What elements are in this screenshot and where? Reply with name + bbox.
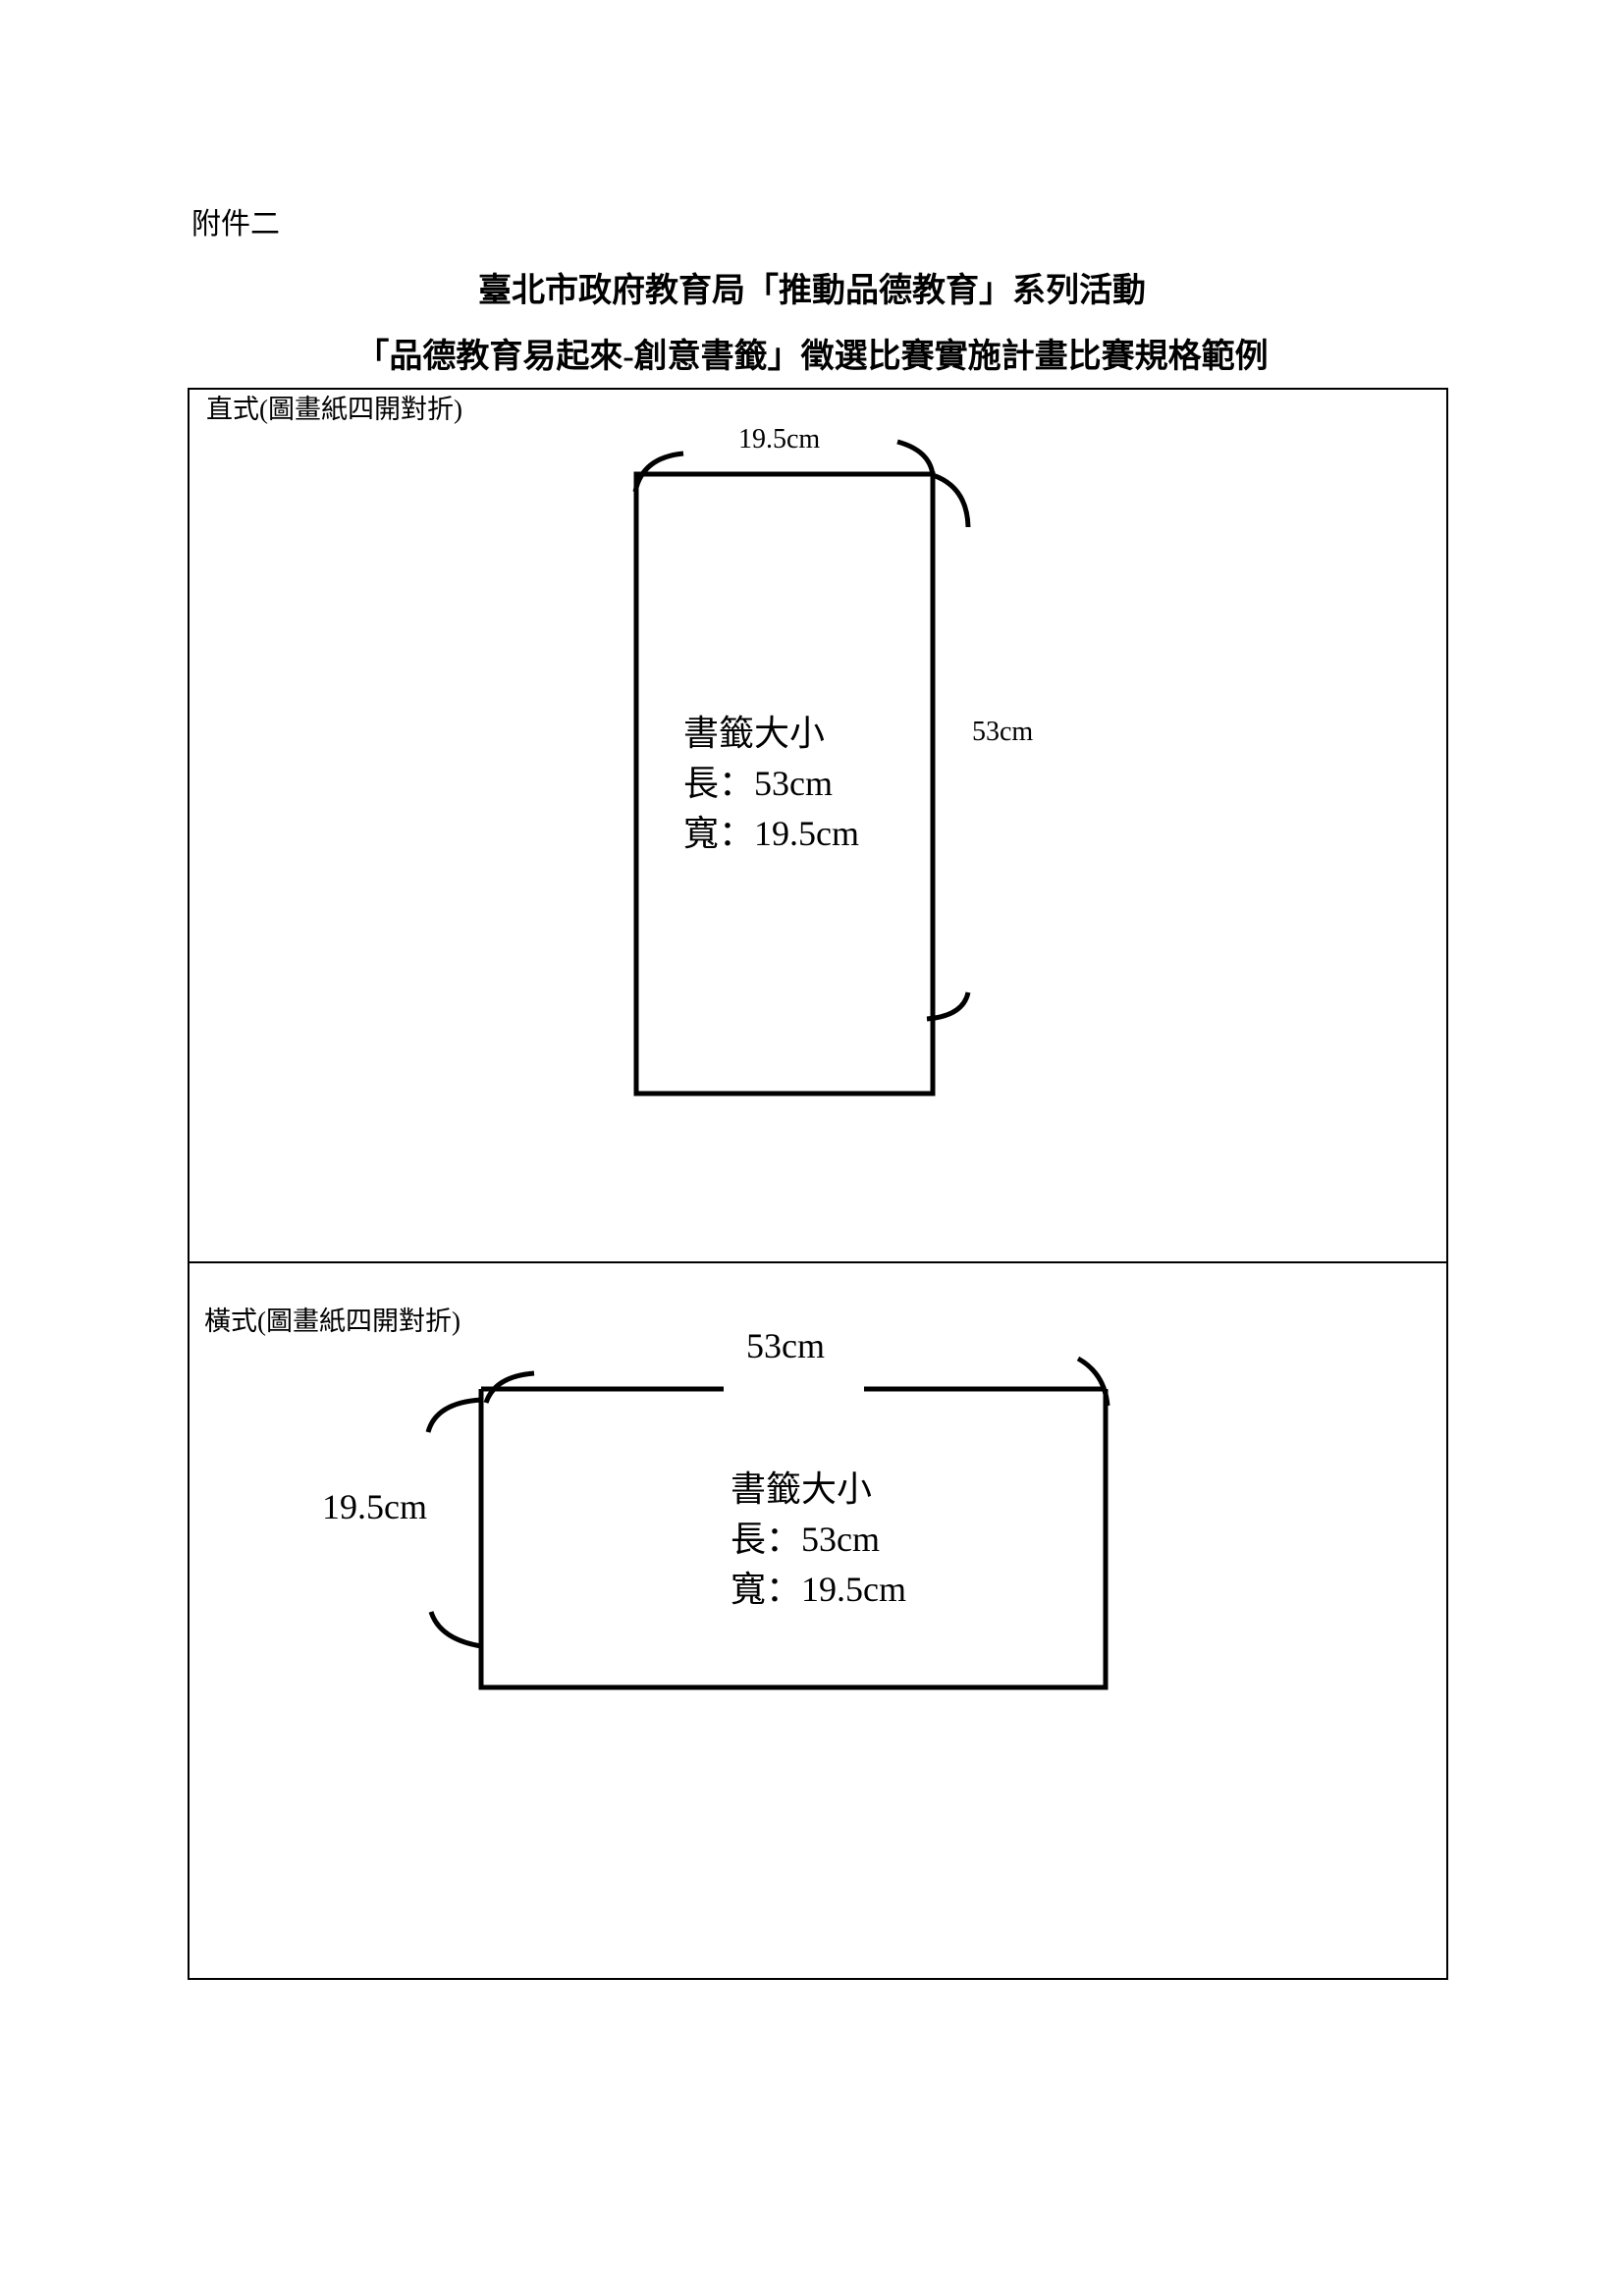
horizontal-bookmark-rect (478, 1389, 1109, 1690)
section-divider (188, 1261, 1448, 1263)
spec-table (188, 388, 1448, 1980)
length-line: 長：53cm (731, 1520, 880, 1559)
dimension-arc (1076, 1356, 1110, 1407)
dimension-arc (926, 991, 971, 1022)
vertical-length-label: 53cm (972, 717, 1034, 747)
annex-label: 附件二 (191, 208, 280, 240)
title-line-2: 「品德教育易起來-創意書籤」徵選比賽實施計畫比賽規格範例 (355, 339, 1269, 375)
vertical-bookmark-rect (633, 471, 936, 1096)
horizontal-size-text: 書籤大小 長：53cm 寬：19.5cm (731, 1465, 906, 1615)
dimension-arc (428, 1611, 482, 1649)
dimension-arc (483, 1370, 535, 1404)
title-line-1: 臺北市政府教育局「推動品德教育」系列活動 (478, 273, 1146, 309)
horizontal-width-label: 19.5cm (322, 1487, 427, 1526)
dimension-arc (632, 451, 684, 493)
vertical-size-text: 書籤大小 長：53cm 寬：19.5cm (683, 709, 859, 859)
dimension-arc (425, 1397, 482, 1433)
width-line: 寬：19.5cm (731, 1570, 906, 1609)
size-title: 書籤大小 (683, 714, 826, 753)
dimension-arc (932, 472, 971, 528)
vertical-width-label: 19.5cm (738, 424, 821, 454)
width-line: 寬：19.5cm (683, 814, 859, 853)
dimension-arc (896, 439, 936, 476)
vertical-heading: 直式(圖畫紙四開對折) (206, 395, 462, 424)
horizontal-heading: 橫式(圖畫紙四開對折) (204, 1307, 460, 1336)
size-title: 書籤大小 (731, 1469, 873, 1509)
horizontal-length-label: 53cm (746, 1326, 825, 1365)
length-line: 長：53cm (683, 764, 833, 803)
